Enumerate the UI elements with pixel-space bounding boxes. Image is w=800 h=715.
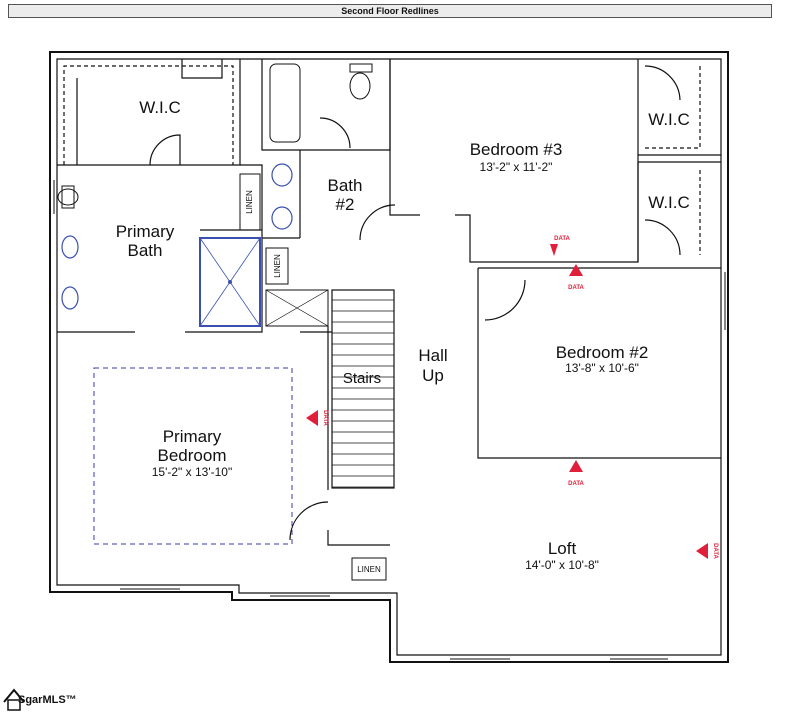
bath2-door-swing (319, 117, 351, 149)
sink-bath2-1 (271, 163, 293, 187)
primary-bedroom-label-2: Bedroom (158, 446, 227, 465)
toilet-tank-bath2 (349, 63, 373, 73)
bath2-label-2: #2 (336, 195, 355, 214)
wic-right-mid-label: W.I.C (648, 193, 690, 212)
loft-dims: 14'-0" x 10'-8" (525, 558, 599, 572)
primary-bedroom-wall (300, 326, 390, 546)
storage-box (265, 289, 329, 327)
primary-bath-walls (57, 164, 263, 333)
primary-bedroom-tray-ceiling (93, 367, 293, 545)
wic-right-top-shelf (645, 66, 701, 149)
data-marker-loft-top: DATA (568, 460, 585, 487)
exterior-wall-inner (56, 58, 722, 656)
exterior-wall (49, 51, 729, 663)
stair-treads (332, 299, 394, 488)
stairs-outline (331, 289, 395, 489)
primary-bedroom-label-1: Primary (163, 427, 222, 446)
wic-right-top-label: W.I.C (648, 110, 690, 129)
data-marker-bedroom2-top: DATA (568, 264, 585, 291)
bedroom3-label: Bedroom #3 (470, 140, 563, 159)
bedroom3-dims: 13'-2" x 11'-2" (480, 160, 553, 174)
primary-bath-label-2: Bath (128, 241, 163, 260)
bedroom3-door-swing (359, 204, 396, 241)
svg-text:DATA: DATA (322, 410, 328, 426)
windows (49, 180, 726, 660)
linen-label-1: LINEN (245, 190, 254, 214)
svg-text:DATA: DATA (712, 543, 718, 559)
svg-text:DATA: DATA (554, 236, 570, 242)
wic-right-top-door-swing (644, 65, 681, 101)
linen-closet-1 (239, 173, 261, 231)
bath2-walls (261, 59, 391, 239)
primary-bedroom-dims: 15'-2" x 13'-10" (152, 465, 232, 479)
toilet-bath2 (349, 72, 371, 100)
sink-bath2-2 (271, 206, 293, 230)
storage-box-x (265, 289, 329, 327)
bath2-label-1: Bath (328, 176, 363, 195)
bedroom2-walls (477, 267, 721, 459)
page-title: Second Floor Redlines (8, 4, 772, 18)
primary-bedroom-door-swing (289, 501, 329, 541)
hall-label-1: Hall (418, 346, 447, 365)
house-icon (3, 688, 25, 711)
bathtub (269, 63, 301, 143)
linen-label-3: LINEN (357, 565, 381, 574)
shower-primary (199, 237, 261, 327)
svg-text:DATA: DATA (568, 285, 584, 291)
wic-primary-label: W.I.C (139, 98, 181, 117)
wic-right-mid-walls (637, 161, 721, 262)
bedroom2-dims: 13'-8" x 10'-6" (565, 361, 639, 375)
primary-bath-label-1: Primary (116, 222, 175, 241)
loft-label: Loft (548, 539, 577, 558)
data-marker-bedroom3: DATA (550, 236, 571, 256)
logo-text: SgarMLS™ (18, 694, 77, 706)
svg-text:DATA: DATA (568, 481, 584, 487)
hall-label-2: Up (422, 366, 444, 385)
sink-primary-2 (61, 286, 79, 310)
linen-closet-2 (265, 247, 289, 285)
wic-primary-shelf (63, 65, 234, 165)
linen-label-2: LINEN (273, 254, 282, 278)
data-marker-loft-right: DATA (696, 543, 718, 560)
sink-primary-1 (61, 235, 79, 259)
wic-right-mid-door-swing (644, 219, 681, 256)
data-marker-primary-bedroom: DATA (306, 410, 328, 427)
bedroom2-label: Bedroom #2 (556, 343, 649, 362)
toilet-bowl-primary (57, 188, 79, 206)
linen-closet-3 (351, 557, 387, 581)
toilet-primary (61, 185, 75, 209)
primary-bath-door-swing (149, 134, 181, 166)
bedroom2-door-swing (484, 279, 526, 321)
shower-drain (228, 280, 232, 284)
stairs-label: Stairs (343, 370, 381, 387)
wic-right-top-walls (637, 60, 721, 156)
